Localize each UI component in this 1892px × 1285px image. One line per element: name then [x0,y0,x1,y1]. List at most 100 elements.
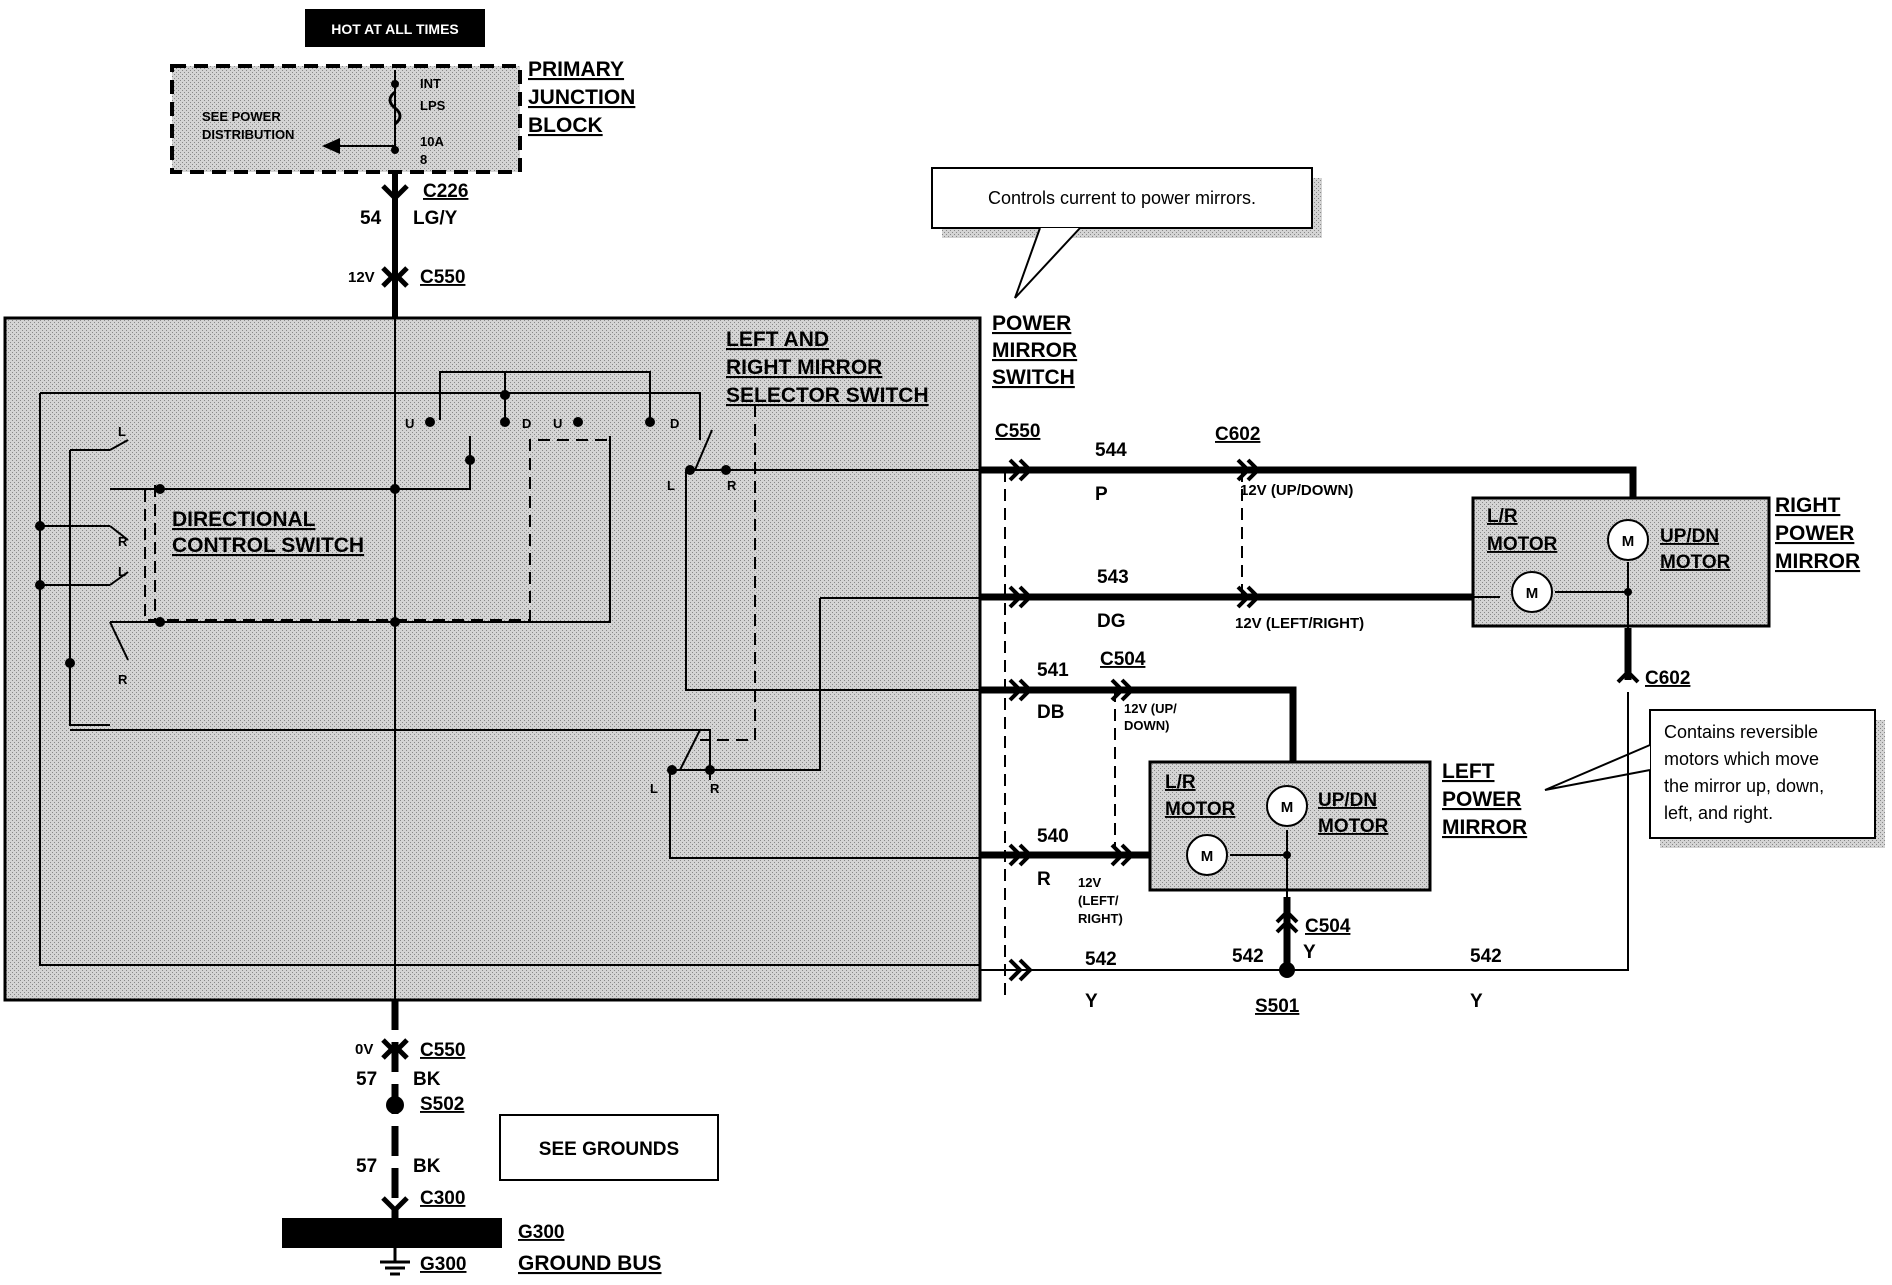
svg-text:C504: C504 [1305,916,1351,937]
svg-text:541: 541 [1037,660,1069,681]
svg-text:12V (LEFT/RIGHT): 12V (LEFT/RIGHT) [1235,615,1364,632]
contains-callout: Contains reversible motors which move th… [1544,709,1885,848]
svg-text:12V (UP/: 12V (UP/ [1124,701,1177,716]
connector-c550-543-icon [1008,585,1033,609]
svg-text:L: L [118,424,126,439]
pjb-label-3: BLOCK [528,114,603,137]
motor-icon [1607,519,1649,561]
svg-text:12V: 12V [348,269,375,286]
connector-c300-icon [381,1196,409,1214]
see-distribution-label: DISTRIBUTION [202,127,294,142]
svg-text:R: R [118,672,128,687]
connector-c504-540-icon [1110,843,1135,867]
svg-text:BK: BK [413,1156,441,1177]
svg-text:POWER: POWER [1775,522,1854,545]
selector-label-3: SELECTOR SWITCH [726,384,929,407]
motor-icon [1511,571,1553,613]
connector-c226-icon [381,184,409,202]
svg-text:MOTOR: MOTOR [1487,534,1558,555]
svg-text:LEFT: LEFT [1442,760,1495,783]
splice-s501-icon [1279,962,1295,978]
svg-text:542: 542 [1085,949,1117,970]
svg-text:L: L [667,478,675,493]
svg-text:L/R: L/R [1165,772,1196,793]
svg-text:UP/DN: UP/DN [1318,790,1377,811]
svg-text:DB: DB [1037,702,1064,723]
svg-text:54: 54 [360,208,382,229]
splice-s502-icon [386,1096,404,1114]
svg-text:Y: Y [1303,942,1316,963]
svg-text:C300: C300 [420,1188,465,1209]
arrow-left-icon [322,138,340,154]
switch-nodes [35,390,731,775]
connector-c602-544-icon [1236,458,1261,482]
left-power-mirror: M M L/R MOTOR UP/DN MOTOR [1148,760,1432,897]
svg-text:L: L [650,781,658,796]
svg-text:M: M [1201,848,1214,865]
svg-text:C602: C602 [1215,424,1260,445]
svg-text:542: 542 [1470,946,1502,967]
svg-text:P: P [1095,484,1108,505]
svg-text:R: R [710,781,720,796]
svg-text:Y: Y [1085,991,1098,1012]
connector-c550-bottom-icon [381,1038,409,1060]
connector-c602-543-icon [1236,585,1261,609]
svg-text:U: U [553,416,562,431]
svg-text:C550: C550 [420,267,465,288]
wire-542 [980,692,1629,971]
svg-text:C602: C602 [1645,668,1690,689]
svg-text:INT: INT [420,76,441,91]
svg-text:MIRROR: MIRROR [1775,550,1860,573]
svg-text:SEE GROUNDS: SEE GROUNDS [539,1139,679,1160]
svg-text:R: R [727,478,737,493]
svg-text:G300: G300 [518,1222,564,1243]
svg-text:MOTOR: MOTOR [1165,799,1236,820]
selector-label-1: LEFT AND [726,328,829,351]
svg-text:M: M [1526,585,1539,602]
svg-text:RIGHT): RIGHT) [1078,911,1123,926]
svg-text:Controls current to power mirr: Controls current to power mirrors. [988,188,1256,208]
svg-text:Y: Y [1470,991,1483,1012]
connector-c504-542-icon [1275,909,1299,934]
svg-text:MOTOR: MOTOR [1318,816,1389,837]
directional-label-2: CONTROL SWITCH [172,534,364,557]
controls-callout: Controls current to power mirrors. [931,167,1322,299]
connector-c550-top-icon [381,266,409,288]
fuse-icon [388,90,402,126]
svg-text:M: M [1281,799,1294,816]
svg-text:HOT AT ALL TIMES: HOT AT ALL TIMES [331,21,459,37]
see-grounds-box: SEE GROUNDS [499,1114,719,1181]
external-wires [980,466,1637,971]
svg-text:544: 544 [1095,440,1127,461]
svg-text:DG: DG [1097,611,1126,632]
svg-text:D: D [670,416,679,431]
svg-text:L: L [118,564,126,579]
svg-text:BK: BK [413,1069,441,1090]
connector-c602-542-icon [1616,669,1640,684]
svg-text:C504: C504 [1100,649,1146,670]
svg-text:D: D [522,416,531,431]
svg-text:(LEFT/: (LEFT/ [1078,893,1119,908]
svg-text:57: 57 [356,1156,377,1177]
primary-junction-block: SEE POWER DISTRIBUTION INT LPS 10A 8 [170,64,522,174]
svg-text:DOWN): DOWN) [1124,718,1170,733]
pjb-label-1: PRIMARY [528,58,624,81]
switch-contact-labels: L R L R U D U D L R L R [118,416,737,796]
svg-text:12V (UP/DOWN): 12V (UP/DOWN) [1240,482,1353,499]
motor-icon [1266,785,1308,827]
svg-text:left, and right.: left, and right. [1664,803,1773,823]
svg-text:C550: C550 [420,1040,465,1061]
svg-text:RIGHT: RIGHT [1775,494,1841,517]
right-power-mirror: M M L/R MOTOR UP/DN MOTOR [1471,496,1771,628]
svg-text:MIRROR: MIRROR [1442,816,1527,839]
hot-at-all-times-banner: HOT AT ALL TIMES [305,9,485,47]
svg-text:542: 542 [1232,946,1264,967]
svg-text:G300: G300 [420,1254,466,1275]
pms-label-2: MIRROR [992,339,1077,362]
svg-text:C550: C550 [995,421,1040,442]
svg-text:C226: C226 [423,181,468,202]
connector-c550-542-icon [1008,958,1033,982]
svg-text:S502: S502 [420,1094,464,1115]
connector-c550-544-icon [1008,458,1033,482]
